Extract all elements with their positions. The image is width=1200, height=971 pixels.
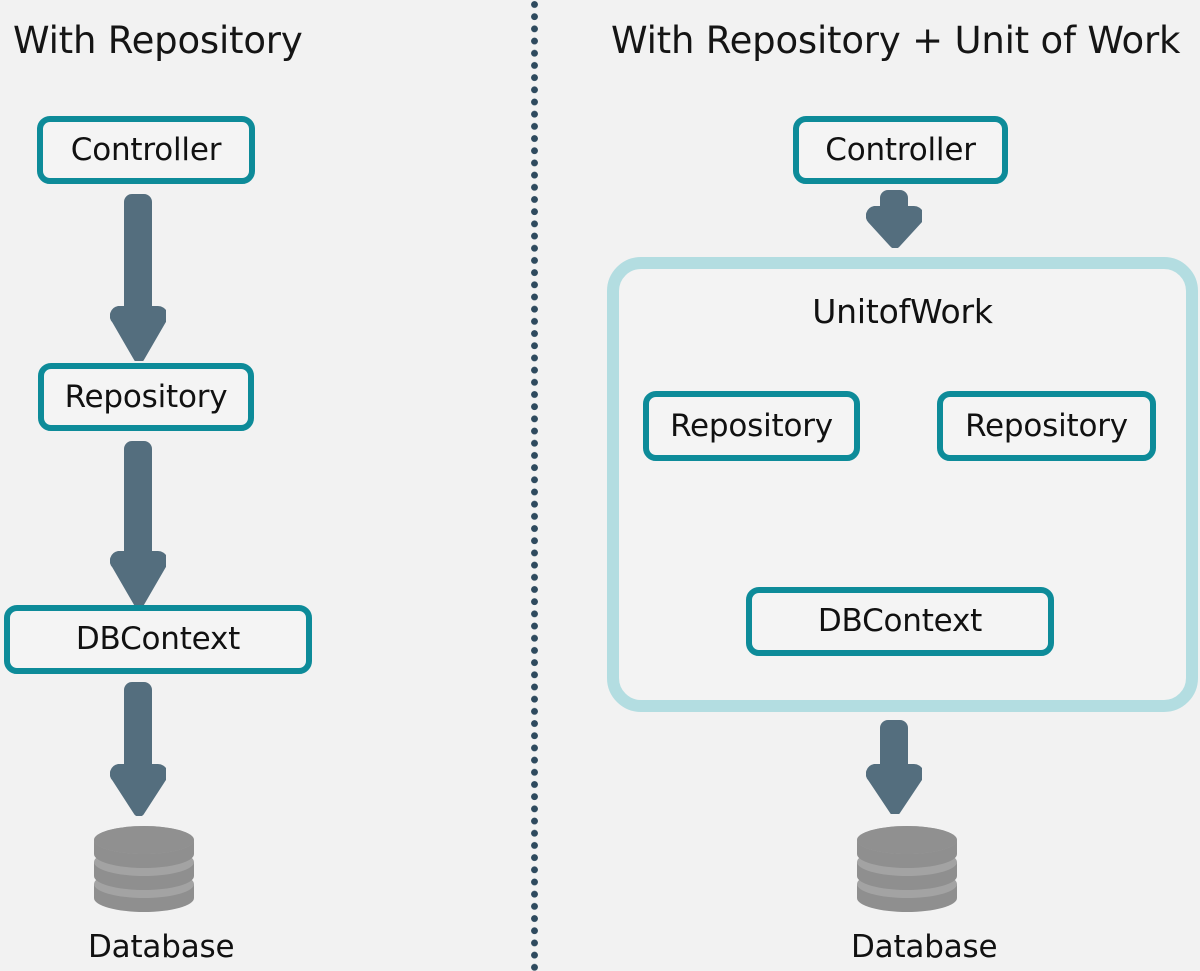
page-title-right: With Repository + Unit of Work bbox=[611, 19, 1181, 62]
arrow-down-icon bbox=[110, 186, 166, 361]
node-label: Repository bbox=[670, 407, 833, 444]
node-repository-left[interactable]: Repository bbox=[38, 363, 254, 431]
node-label: DBContext bbox=[817, 603, 983, 639]
node-label: Repository bbox=[64, 378, 228, 415]
dotted-vertical-divider bbox=[530, 0, 539, 971]
database-left: Database bbox=[88, 818, 235, 965]
node-controller-right[interactable]: Controller bbox=[793, 116, 1008, 184]
database-label: Database bbox=[851, 929, 998, 965]
page-title-left: With Repository bbox=[13, 19, 303, 62]
database-cylinder-icon bbox=[857, 826, 957, 912]
arrow-down-icon bbox=[866, 714, 922, 814]
node-repository-right-1[interactable]: Repository bbox=[643, 391, 860, 461]
arrow-down-icon bbox=[110, 676, 166, 816]
node-dbcontext-left[interactable]: DBContext bbox=[4, 605, 312, 674]
node-label: Controller bbox=[70, 131, 222, 168]
unit-of-work-label: UnitofWork bbox=[812, 292, 993, 331]
arrow-down-icon bbox=[866, 186, 922, 248]
node-label: DBContext bbox=[75, 621, 241, 657]
node-label: Repository bbox=[965, 407, 1128, 444]
database-cylinder-icon bbox=[94, 826, 194, 912]
arrow-down-icon bbox=[110, 433, 166, 605]
node-repository-right-2[interactable]: Repository bbox=[937, 391, 1156, 461]
node-controller-left[interactable]: Controller bbox=[37, 116, 255, 184]
node-label: Controller bbox=[825, 131, 976, 168]
database-label: Database bbox=[88, 929, 235, 965]
node-dbcontext-right[interactable]: DBContext bbox=[746, 587, 1054, 656]
database-right: Database bbox=[851, 818, 998, 965]
